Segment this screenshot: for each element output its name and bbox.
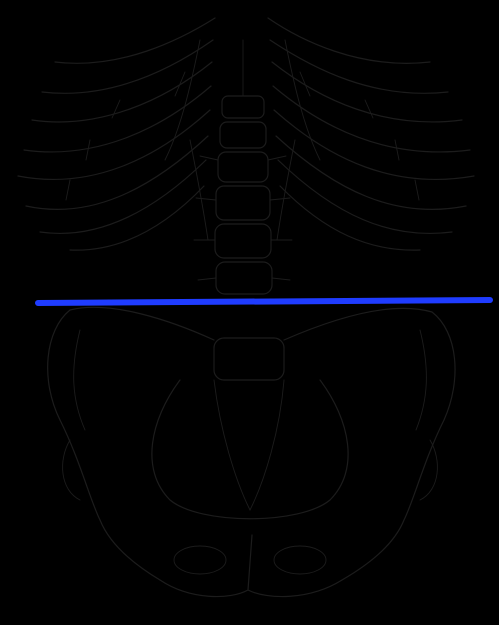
rib-cage [17,17,475,251]
pelvis [47,306,456,598]
lumbar-spine [193,39,293,295]
horizontal-reference-line [35,297,493,306]
